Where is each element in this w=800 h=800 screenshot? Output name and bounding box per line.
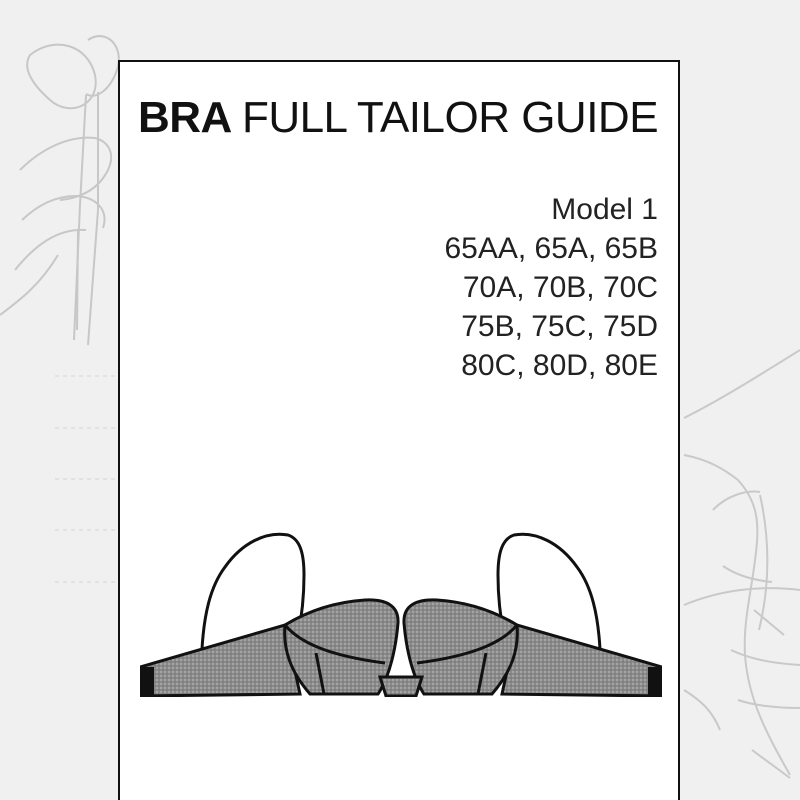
size-row-2: 70A, 70B, 70C xyxy=(462,271,658,304)
center-gore xyxy=(377,675,425,697)
dress-form-sketch-icon xyxy=(683,349,800,779)
left-cup xyxy=(283,598,400,696)
model-label: Model 1 xyxy=(551,193,658,226)
size-specs: Model 1 65AA, 65A, 65B 70A, 70B, 70C 75B… xyxy=(445,190,659,385)
scissors-hand-sketch-icon xyxy=(0,35,120,346)
title-rest-part: FULL TAILOR GUIDE xyxy=(241,93,659,142)
pattern-dash-lines xyxy=(55,375,116,583)
right-cup xyxy=(402,598,519,696)
size-row-1: 65AA, 65A, 65B xyxy=(444,232,659,265)
left-band xyxy=(140,623,302,697)
size-row-3: 75B, 75C, 75D xyxy=(461,310,658,343)
size-row-4: 80C, 80D, 80E xyxy=(461,349,658,382)
bra-straps xyxy=(200,532,602,660)
title-bold-part: BRA xyxy=(138,93,231,142)
guide-title: BRA FULL TAILOR GUIDE xyxy=(138,92,659,144)
right-band xyxy=(500,623,662,697)
guide-card: BRA FULL TAILOR GUIDE Model 1 65AA, 65A,… xyxy=(118,60,680,800)
bra-illustration-icon xyxy=(140,532,662,697)
